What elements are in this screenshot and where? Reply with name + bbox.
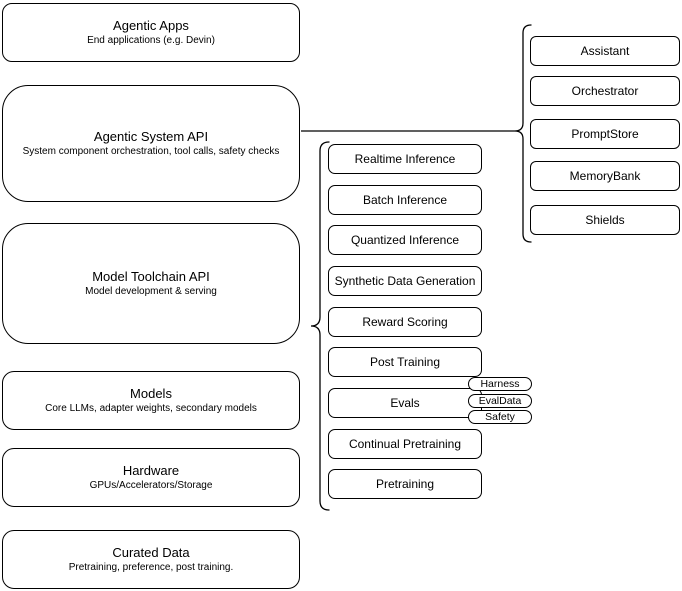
realtime-inference-label: Realtime Inference	[354, 152, 456, 166]
continual-pretraining-label: Continual Pretraining	[348, 437, 462, 451]
box-curated-data: Curated Data Pretraining, preference, po…	[2, 530, 300, 589]
pill-evaldata: EvalData	[468, 394, 532, 408]
box-realtime-inference: Realtime Inference	[328, 144, 482, 174]
pill-safety: Safety	[468, 410, 532, 424]
evaldata-label: EvalData	[478, 395, 522, 407]
agentic-system-api-title: Agentic System API	[93, 128, 209, 144]
harness-label: Harness	[480, 378, 520, 390]
agentic-system-api-subtitle: System component orchestration, tool cal…	[22, 145, 280, 157]
curated-data-title: Curated Data	[112, 544, 190, 560]
box-hardware: Hardware GPUs/Accelerators/Storage	[2, 448, 300, 507]
box-evals: Evals	[328, 388, 482, 418]
model-toolchain-api-subtitle: Model development & serving	[85, 285, 217, 297]
curated-data-subtitle: Pretraining, preference, post training.	[68, 561, 234, 573]
agentic-apps-title: Agentic Apps	[113, 17, 189, 33]
box-quantized-inference: Quantized Inference	[328, 225, 482, 255]
box-reward-scoring: Reward Scoring	[328, 307, 482, 337]
box-orchestrator: Orchestrator	[530, 76, 680, 106]
box-models: Models Core LLMs, adapter weights, secon…	[2, 371, 300, 430]
box-batch-inference: Batch Inference	[328, 185, 482, 215]
orchestrator-label: Orchestrator	[571, 84, 639, 98]
box-post-training: Post Training	[328, 347, 482, 377]
model-toolchain-api-title: Model Toolchain API	[92, 268, 210, 284]
assistant-label: Assistant	[580, 44, 630, 58]
hardware-subtitle: GPUs/Accelerators/Storage	[89, 479, 213, 491]
reward-scoring-label: Reward Scoring	[362, 315, 448, 329]
box-synthetic-data-generation: Synthetic Data Generation	[328, 266, 482, 296]
memorybank-label: MemoryBank	[569, 169, 641, 183]
pill-harness: Harness	[468, 377, 532, 391]
box-promptstore: PromptStore	[530, 119, 680, 149]
safety-label: Safety	[485, 411, 515, 423]
promptstore-label: PromptStore	[571, 127, 639, 141]
brace-toolchain-services	[310, 141, 330, 511]
shields-label: Shields	[585, 213, 625, 227]
pretraining-label: Pretraining	[375, 477, 435, 491]
quantized-inference-label: Quantized Inference	[350, 233, 460, 247]
box-memorybank: MemoryBank	[530, 161, 680, 191]
box-assistant: Assistant	[530, 36, 680, 66]
box-agentic-apps: Agentic Apps End applications (e.g. Devi…	[2, 3, 300, 62]
models-title: Models	[130, 385, 172, 401]
hardware-title: Hardware	[122, 462, 180, 478]
box-shields: Shields	[530, 205, 680, 235]
brace-system-components	[514, 24, 532, 243]
agentic-apps-subtitle: End applications (e.g. Devin)	[87, 34, 215, 46]
evals-label: Evals	[390, 396, 420, 410]
box-agentic-system-api: Agentic System API System component orch…	[2, 85, 300, 202]
box-model-toolchain-api: Model Toolchain API Model development & …	[2, 223, 300, 344]
box-continual-pretraining: Continual Pretraining	[328, 429, 482, 459]
batch-inference-label: Batch Inference	[362, 193, 448, 207]
synthetic-data-generation-label: Synthetic Data Generation	[334, 274, 476, 288]
models-subtitle: Core LLMs, adapter weights, secondary mo…	[45, 402, 257, 414]
post-training-label: Post Training	[369, 355, 441, 369]
box-pretraining: Pretraining	[328, 469, 482, 499]
